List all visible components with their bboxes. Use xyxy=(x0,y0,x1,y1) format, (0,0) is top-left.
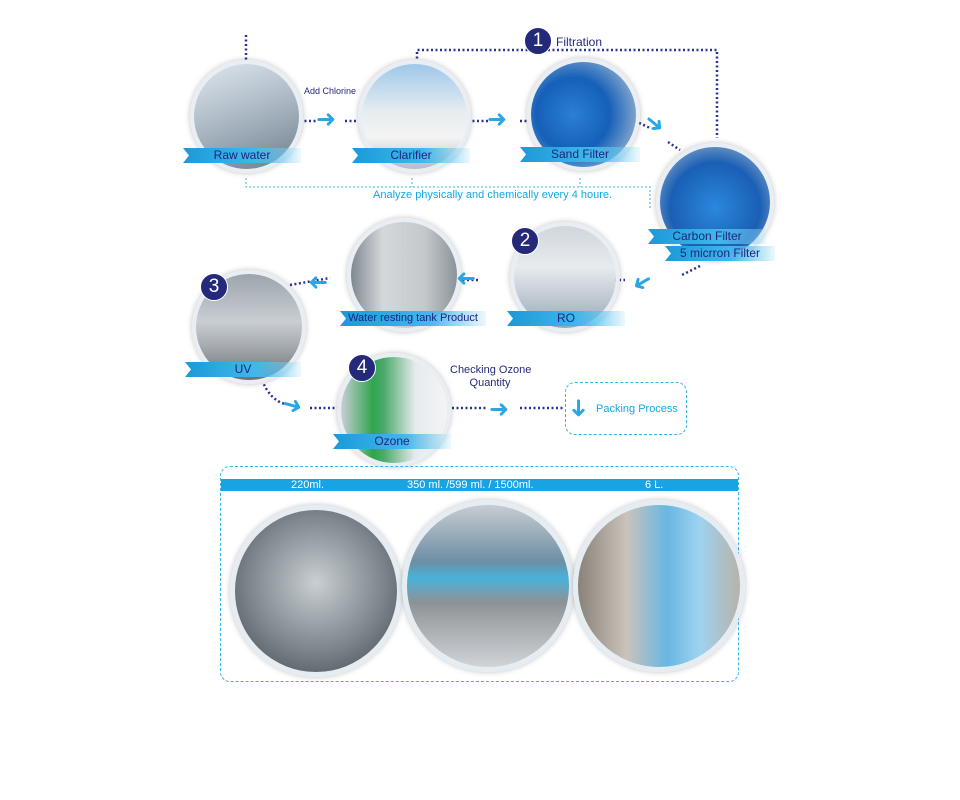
step-label-clarifier: Clarifier xyxy=(352,148,470,163)
step-label-carbon-filter: Carbon Filter xyxy=(648,229,766,244)
arrow-right-icon: ➜ xyxy=(487,106,508,133)
stage-number-1: 1 xyxy=(524,27,552,55)
arrow-left-icon: ➜ xyxy=(308,269,329,296)
arrow-down-icon: ➜ xyxy=(565,397,593,419)
checking-ozone-line1: Checking Ozone xyxy=(450,364,532,376)
stage-number-2: 2 xyxy=(511,227,539,255)
step-label-uv: UV xyxy=(185,362,301,377)
filtration-label: Filtration xyxy=(556,35,603,49)
packing-process-box: ➜ Packing Process xyxy=(565,382,687,435)
size-label-350-1500ml: 350 ml. /599 ml. / 1500ml. xyxy=(407,479,534,491)
analyze-label: Analyze physically and chemically every … xyxy=(373,189,613,201)
arrow-left-icon: ➜ xyxy=(456,265,477,292)
arrow-right-icon: ➜ xyxy=(316,106,337,133)
checking-ozone-line2: Quantity xyxy=(469,377,511,389)
packaging-size-bar: 220ml. 350 ml. /599 ml. / 1500ml. 6 L. xyxy=(221,479,738,491)
cup-filling-photo xyxy=(230,505,402,677)
bottle-filling-photo xyxy=(402,500,574,672)
stage-number-4: 4 xyxy=(348,354,376,382)
step-label-micron-filter: 5 micrron Filter xyxy=(665,246,775,261)
size-label-6l: 6 L. xyxy=(645,479,664,491)
resting-tank-photo xyxy=(347,218,461,332)
step-label-sand-filter: Sand Filter xyxy=(520,147,640,162)
checking-ozone-label: Checking Ozone Quantity xyxy=(450,364,532,390)
step-label-resting-tank: Water resting tank Product xyxy=(340,311,486,326)
step-label-ozone: Ozone xyxy=(333,434,451,449)
size-label-220ml: 220ml. xyxy=(291,479,325,491)
step-label-ro: RO xyxy=(507,311,625,326)
gallon-filling-photo xyxy=(573,500,745,672)
add-chlorine-label: Add Chlorine xyxy=(304,86,357,96)
step-label-raw-water: Raw water xyxy=(183,148,301,163)
arrow-right-icon: ➜ xyxy=(489,396,510,423)
packing-process-label: Packing Process xyxy=(596,403,678,415)
stage-number-3: 3 xyxy=(200,273,228,301)
